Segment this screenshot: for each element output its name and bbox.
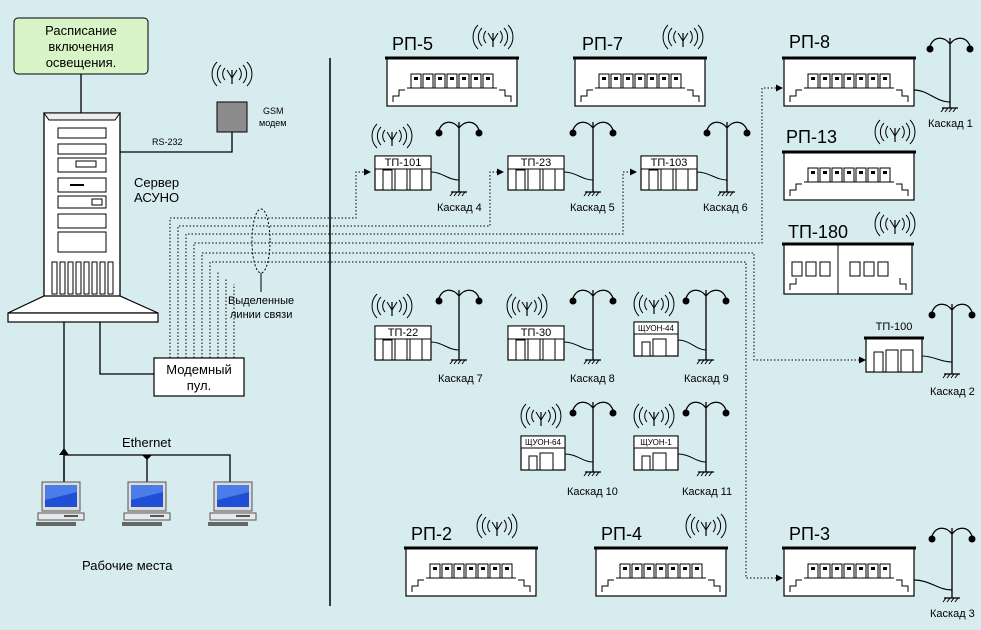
rs232-label: RS-232 [152, 137, 183, 147]
server-label-1: Сервер [134, 175, 179, 190]
tp22-substation: ТП-22 Каскад 7 [371, 289, 484, 385]
cascade-7-label: Каскад 7 [438, 373, 483, 385]
cascade-6-label: Каскад 6 [703, 202, 748, 214]
rp7-substation: РП-7 [571, 24, 709, 108]
modem-pool: Модемный пул. [153, 357, 245, 397]
tp100-substation: ТП-100 Каскад 2 [864, 303, 977, 398]
tp23-label: ТП-23 [521, 157, 552, 169]
tp23-substation: ТП-23 Каскад 5 [507, 121, 618, 214]
rp3-substation: РП-3 Каскад 3 [780, 524, 977, 620]
cascade-8-label: Каскад 8 [570, 373, 615, 385]
cascade-9-label: Каскад 9 [684, 373, 729, 385]
tp22-antenna-icon [371, 293, 413, 319]
rp2-label: РП-2 [411, 524, 452, 544]
tp30-street-light-icon [568, 289, 618, 365]
tp101-substation: ТП-101 Каскад 4 [371, 121, 484, 214]
cascade-10-label: Каскад 10 [567, 486, 618, 498]
dedicated-lines-label-1: Выделенные [228, 295, 294, 307]
gsm-antenna-icon [211, 61, 253, 87]
tp101-label: ТП-101 [385, 157, 422, 169]
shuon44-antenna-icon [633, 291, 675, 317]
rp4-antenna-icon [685, 513, 727, 539]
server-tower-icon [7, 112, 159, 323]
dedicated-line-group [169, 84, 866, 582]
rp4-label: РП-4 [601, 524, 642, 544]
tp180-antenna-icon [874, 211, 916, 237]
gsm-label-1: GSM [263, 106, 284, 116]
shuon1-antenna-icon [633, 403, 675, 429]
cascade-5-label: Каскад 5 [570, 202, 615, 214]
shuon64-label: ЩУОН-64 [525, 438, 561, 447]
shuon44-cabinet: ЩУОН-44 Каскад 9 [633, 289, 731, 385]
rs232-link [120, 132, 233, 153]
server-label-2: АСУНО [134, 190, 179, 205]
tp103-label: ТП-103 [651, 157, 688, 169]
rp2-substation: РП-2 [402, 513, 540, 598]
rp13-substation: РП-13 [780, 119, 918, 202]
rp3-label: РП-3 [789, 524, 830, 544]
cascade-1-label: Каскад 1 [928, 118, 973, 130]
schedule-text-2: включения [48, 39, 113, 54]
workstation-2-icon [121, 481, 171, 527]
tp100-street-light-icon [927, 303, 977, 379]
tp22-street-light-icon [434, 289, 484, 365]
rp8-substation: РП-8 Каскад 1 [780, 32, 975, 130]
workplaces-label: Рабочие места [82, 558, 173, 573]
workstation-3-icon [207, 481, 257, 527]
rp5-substation: РП-5 [383, 24, 521, 108]
tp22-label: ТП-22 [388, 327, 419, 339]
dedicated-lines-ellipse [251, 208, 271, 274]
schedule-text-3: освещения. [46, 55, 117, 70]
modem-pool-label-1: Модемный [166, 362, 231, 377]
tp180-label: ТП-180 [788, 222, 848, 242]
tp30-label: ТП-30 [521, 327, 552, 339]
schedule-text-1: Расписание [45, 23, 117, 38]
tp103-substation: ТП-103 Каскад 6 [640, 121, 752, 214]
gsm-label-2: модем [259, 118, 286, 128]
tp100-label: ТП-100 [876, 321, 913, 333]
shuon64-cabinet: ЩУОН-64 Каскад 10 [520, 401, 618, 498]
shuon64-street-light-icon [568, 401, 618, 477]
gsm-modem: GSM модем [211, 61, 286, 133]
shuon44-street-light-icon [681, 289, 731, 365]
shuon44-label: ЩУОН-44 [638, 324, 674, 333]
rp13-antenna-icon [874, 119, 916, 145]
cascade-3-label: Каскад 3 [930, 608, 975, 620]
shuon1-label: ЩУОН-1 [640, 438, 672, 447]
tp30-substation: ТП-30 Каскад 8 [506, 289, 618, 385]
server-modem-link [99, 322, 154, 375]
rp2-antenna-icon [476, 513, 518, 539]
shuon1-cabinet: ЩУОН-1 Каскад 11 [633, 401, 732, 498]
tp101-antenna-icon [371, 123, 413, 149]
shuon1-street-light-icon [681, 401, 731, 477]
shuon64-antenna-icon [520, 403, 562, 429]
rp5-label: РП-5 [392, 34, 433, 54]
rp5-antenna-icon [472, 24, 514, 50]
cascade-11-label: Каскад 11 [682, 486, 732, 498]
workstation-1-icon [35, 481, 85, 527]
tp180-substation: ТП-180 [782, 211, 916, 295]
schedule-box: Расписание включения освещения. [13, 17, 149, 75]
dedicated-lines-label-2: линии связи [230, 309, 292, 321]
cascade-2-label: Каскад 2 [930, 386, 975, 398]
tp101-street-light-icon [434, 121, 484, 197]
tp23-street-light-icon [568, 121, 618, 197]
rp3-street-light-icon [927, 527, 977, 603]
rp13-label: РП-13 [786, 127, 837, 147]
rp8-label: РП-8 [789, 32, 830, 52]
rp7-label: РП-7 [582, 34, 623, 54]
tp30-antenna-icon [506, 293, 548, 319]
ethernet-label: Ethernet [122, 435, 172, 450]
rp7-antenna-icon [662, 24, 704, 50]
cascade-4-label: Каскад 4 [437, 202, 482, 214]
rp8-street-light-icon [925, 37, 975, 113]
tp103-street-light-icon [702, 121, 752, 197]
rp4-substation: РП-4 [592, 513, 730, 598]
modem-pool-label-2: пул. [187, 378, 211, 393]
